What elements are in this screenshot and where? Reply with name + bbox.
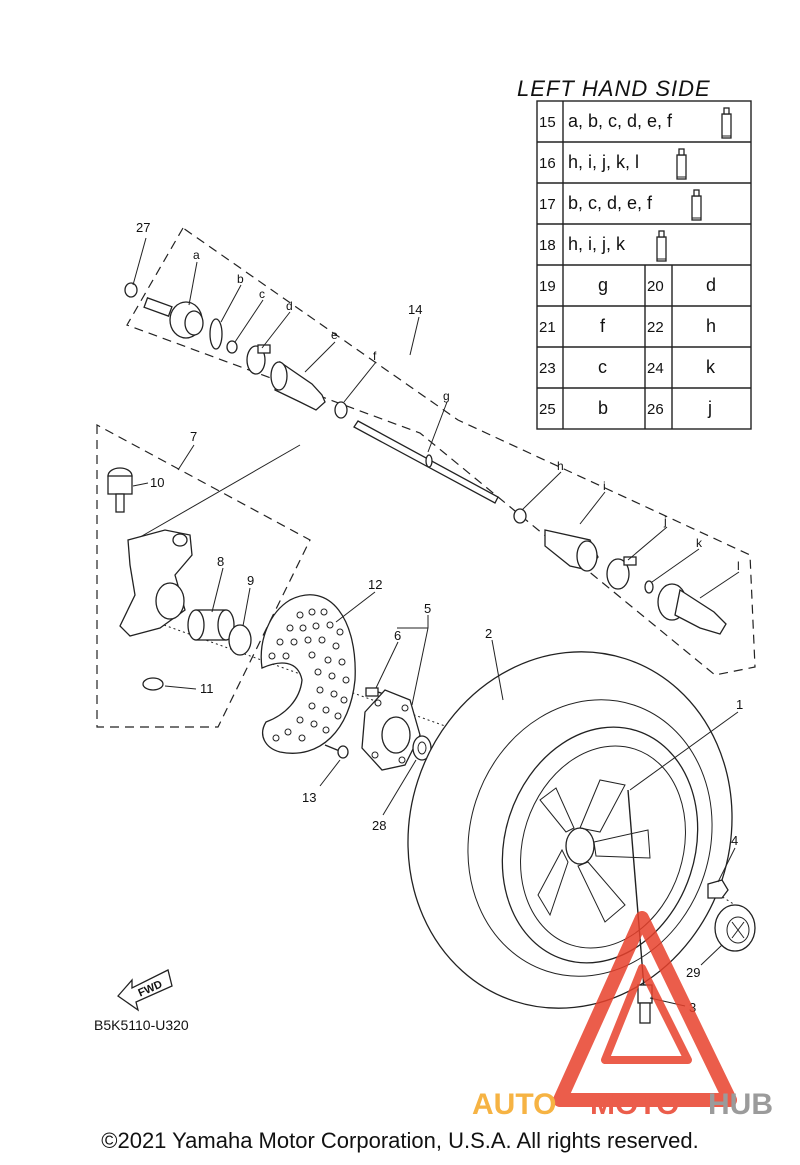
ring-b [209,318,223,350]
callout-g: g [443,389,450,403]
nut-4 [707,879,729,899]
callout-6: 6 [394,628,401,643]
callout-7: 7 [190,429,197,444]
boot-e [270,360,326,411]
table-row-17-val: b, c, d, e, f [568,193,653,213]
cotter-pin-11 [142,677,164,691]
grease-tube-icon [656,230,667,262]
copyright-notice: ©2021 Yamaha Motor Corporation, U.S.A. A… [101,1128,699,1153]
fwd-arrow-icon: FWD [117,969,173,1012]
table-row-16-num: 16 [539,155,556,172]
watermark-part-1: AUTO [472,1088,556,1121]
table-row-18-num: 18 [539,237,556,254]
wheel-1 [501,726,699,964]
clip-c [226,340,238,354]
callout-leaders [132,237,740,1007]
table-row-20-val: d [706,275,716,295]
circlip-9 [228,624,252,656]
collar-28 [412,735,432,761]
callout-11: 11 [200,681,214,696]
fwd-label: FWD [136,978,164,999]
callout-10: 10 [150,475,164,490]
table-row-26-num: 26 [647,401,664,418]
callout-13: 13 [302,790,316,805]
callout-h: h [557,459,564,473]
callout-1: 1 [736,697,743,712]
callout-b: b [237,272,244,286]
callout-f: f [373,349,377,363]
grease-tube-icon [721,107,732,139]
callout-j: j [663,514,667,528]
callout-12: 12 [368,577,382,592]
callout-14: 14 [408,302,422,317]
inner-cv-joint-l [657,583,727,635]
band-f [334,401,348,419]
callout-d: d [286,299,293,313]
band-h [513,508,527,524]
callout-2: 2 [485,626,492,641]
table-row-16-val: h, i, j, k, l [568,152,639,172]
callout-a: a [193,248,200,262]
callout-29: 29 [686,965,700,980]
bearing-8 [187,609,235,641]
callout-4: 4 [731,833,738,848]
table-row-15-val: a, b, c, d, e, f [568,111,673,131]
ball-joint-10 [107,467,133,513]
callout-27: 27 [136,220,150,235]
table-row-25-num: 25 [539,401,556,418]
table-row-21-val: f [600,316,606,336]
table-row-22-num: 22 [647,319,664,336]
callout-28: 28 [372,818,386,833]
automotohub-logo: AUTO MOTO HUB [472,911,773,1121]
outer-cv-joint-a [143,297,204,339]
table-row-26-val: j [707,398,712,418]
table-row-22-val: h [706,316,716,336]
watermark-part-3: HUB [708,1088,773,1121]
table-row-15-num: 15 [539,114,556,131]
table-row-24-num: 24 [647,360,664,377]
wheel-hub-5 [361,689,421,771]
table-row-19-val: g [598,275,608,295]
band-j [606,556,637,590]
callout-5: 5 [424,601,431,616]
shaft-g [353,420,499,504]
left-hand-side-table: LEFT HAND SIDE 15 a, b, c, d, e, f 16 h,… [517,76,752,430]
table-row-17-num: 17 [539,196,556,213]
callout-c: c [259,287,265,301]
bolt-13 [324,744,349,759]
hub-cap-29 [714,904,756,952]
drive-shaft-group-outline [126,227,756,676]
diagram-code: B5K5110-U320 [94,1017,189,1033]
table-row-25-val: b [598,398,608,418]
callout-9: 9 [247,573,254,588]
boot-i [544,529,599,572]
callout-8: 8 [217,554,224,569]
watermark-part-2: MOTO [590,1088,679,1121]
steering-knuckle-7 [119,529,193,637]
circlip-27 [124,282,138,298]
callout-e: e [331,328,338,342]
clip-k [644,580,654,594]
grease-tube-icon [691,189,702,221]
knuckle-group-outline [96,423,311,728]
table-row-23-val: c [598,357,607,377]
brake-disc-12 [260,594,356,754]
table-row-19-num: 19 [539,278,556,295]
table-title: LEFT HAND SIDE [517,76,711,101]
callout-l: l [737,559,740,573]
callout-i: i [603,479,606,493]
grease-tube-icon [676,148,687,180]
table-row-23-num: 23 [539,360,556,377]
band-d [246,344,271,375]
table-row-24-val: k [706,357,716,377]
callout-k: k [696,536,703,550]
table-row-20-num: 20 [647,278,664,295]
table-row-18-val: h, i, j, k [568,234,626,254]
table-row-21-num: 21 [539,319,556,336]
